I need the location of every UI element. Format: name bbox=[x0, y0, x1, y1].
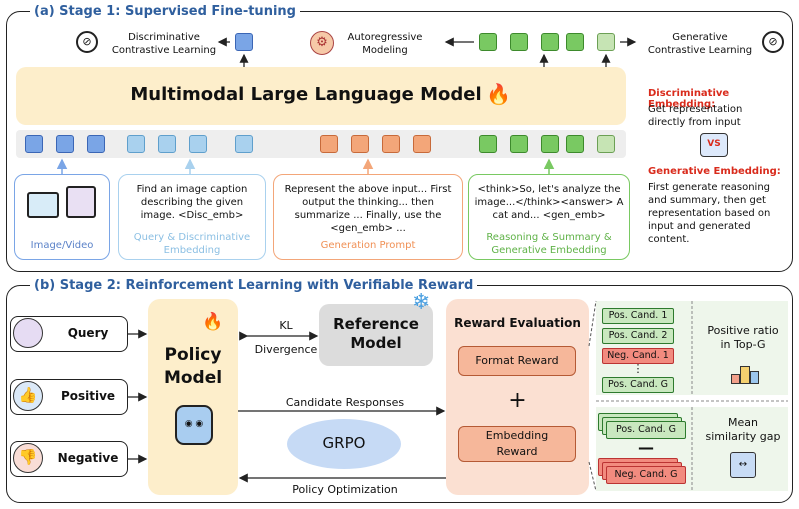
ar-token-2 bbox=[510, 33, 528, 51]
stage1-title: (a) Stage 1: Supervised Fine-tuning bbox=[30, 4, 300, 19]
pos-cand-2: Pos. Cand. 2 bbox=[602, 328, 674, 344]
token-query-3 bbox=[189, 135, 207, 153]
reasoning-label: Reasoning & Summary & Generative Embeddi… bbox=[486, 232, 612, 256]
disc-output-token bbox=[235, 33, 253, 51]
query-icon bbox=[13, 318, 43, 348]
policy-fire-icon: 🔥 bbox=[202, 312, 224, 332]
generative-cl-icon: ⊘ bbox=[762, 31, 784, 53]
reasoning-box bbox=[468, 174, 630, 260]
token-gen-3 bbox=[382, 135, 400, 153]
negative-input bbox=[10, 441, 128, 477]
image-icon bbox=[27, 192, 59, 218]
video-icon bbox=[66, 186, 96, 218]
stage2-title: (b) Stage 2: Reinforcement Learning with… bbox=[30, 278, 478, 293]
token-query-4 bbox=[235, 135, 253, 153]
token-query-1 bbox=[127, 135, 145, 153]
gen-prompt-text: Represent the above input... First outpu… bbox=[284, 184, 452, 234]
reward-evaluation-block bbox=[446, 299, 589, 495]
cand-dots: ⋮ bbox=[632, 362, 644, 375]
token-img-1 bbox=[25, 135, 43, 153]
gap-icon: ↔ bbox=[730, 452, 756, 478]
discriminative-cl-label: Discriminative Contrastive Learning bbox=[111, 32, 217, 56]
policy-model-label: Policy Model bbox=[163, 345, 223, 388]
query-input-label: Query bbox=[67, 326, 109, 340]
neg-stack-front: Neg. Cand. G bbox=[606, 466, 686, 484]
grpo-label: GRPO bbox=[322, 434, 366, 452]
comparison-icon: VS bbox=[700, 133, 728, 157]
token-reason-3 bbox=[541, 135, 559, 153]
pos-cand-g: Pos. Cand. G bbox=[602, 377, 674, 393]
pos-stack-front: Pos. Cand. G bbox=[606, 421, 686, 439]
positive-ratio-label: Positive ratio in Top-G bbox=[707, 324, 779, 351]
generative-cl-label: Generative Contrastive Learning bbox=[647, 32, 753, 56]
mean-gap-label: Mean similarity gap bbox=[705, 416, 781, 443]
reward-evaluation-title: Reward Evaluation bbox=[454, 316, 581, 330]
pos-cand-1: Pos. Cand. 1 bbox=[602, 308, 674, 324]
minus-sign: — bbox=[638, 438, 654, 457]
gen-prompt-box bbox=[273, 174, 463, 260]
gen-output-token bbox=[597, 33, 615, 51]
query-label: Query & Discriminative Embedding bbox=[133, 232, 251, 256]
token-img-3 bbox=[87, 135, 105, 153]
reasoning-text: <think>So, let's analyze the image...</t… bbox=[474, 184, 624, 221]
disc-emb-title: Discriminative Embedding: bbox=[648, 88, 730, 110]
kl-label: KL bbox=[279, 319, 293, 332]
ar-token-4 bbox=[566, 33, 584, 51]
reference-model-label: Reference Model bbox=[333, 315, 419, 352]
query-input bbox=[10, 316, 128, 352]
gen-prompt-label: Generation Prompt bbox=[320, 240, 416, 251]
token-gen-1 bbox=[320, 135, 338, 153]
query-box bbox=[118, 174, 266, 260]
snowflake-icon: ❄ bbox=[412, 290, 431, 315]
positive-input bbox=[10, 379, 128, 415]
policy-model-block bbox=[148, 299, 238, 495]
ar-token-1 bbox=[479, 33, 497, 51]
token-reason-2 bbox=[510, 135, 528, 153]
query-text: Find an image caption describing the giv… bbox=[136, 184, 248, 221]
podium-icon bbox=[731, 366, 759, 384]
robot-icon: ◉ ◉ bbox=[175, 405, 213, 445]
neg-cand-1: Neg. Cand. 1 bbox=[602, 348, 674, 364]
fire-icon: 🔥 bbox=[486, 82, 511, 106]
format-reward-box: Format Reward bbox=[458, 346, 576, 376]
divergence-label: Divergence bbox=[254, 343, 318, 356]
image-video-label: Image/Video bbox=[30, 240, 94, 251]
embedding-reward-box: Embedding Reward bbox=[458, 426, 576, 462]
autoregressive-label: Autoregressive Modeling bbox=[347, 32, 423, 56]
thumbs-down-icon: 👎 bbox=[13, 443, 43, 473]
brain-gear-icon: ⚙ bbox=[310, 31, 334, 55]
policy-optimization-label: Policy Optimization bbox=[292, 483, 398, 496]
token-gen-2 bbox=[351, 135, 369, 153]
discriminative-cl-icon: ⊘ bbox=[76, 31, 98, 53]
thumbs-up-icon: 👍 bbox=[13, 381, 43, 411]
positive-input-label: Positive bbox=[60, 389, 116, 403]
ar-token-3 bbox=[541, 33, 559, 51]
token-reason-4 bbox=[566, 135, 584, 153]
disc-emb-text: Get representation directly from input bbox=[648, 104, 743, 128]
gen-emb-title: Generative Embedding: bbox=[648, 166, 781, 177]
mllm-title: Multimodal Large Language Model bbox=[130, 84, 482, 105]
token-query-2 bbox=[158, 135, 176, 153]
token-reason-5 bbox=[597, 135, 615, 153]
plus-sign: + bbox=[508, 388, 527, 413]
gen-emb-text: First generate reasoning and summary, th… bbox=[648, 182, 771, 245]
reference-model-block bbox=[319, 304, 433, 366]
stage1-panel bbox=[6, 11, 793, 272]
token-img-2 bbox=[56, 135, 74, 153]
token-reason-1 bbox=[479, 135, 497, 153]
mllm-block bbox=[16, 67, 626, 125]
negative-input-label: Negative bbox=[57, 451, 119, 465]
candidate-responses-label: Candidate Responses bbox=[285, 396, 405, 409]
grpo-block bbox=[287, 419, 401, 469]
token-gen-4 bbox=[413, 135, 431, 153]
